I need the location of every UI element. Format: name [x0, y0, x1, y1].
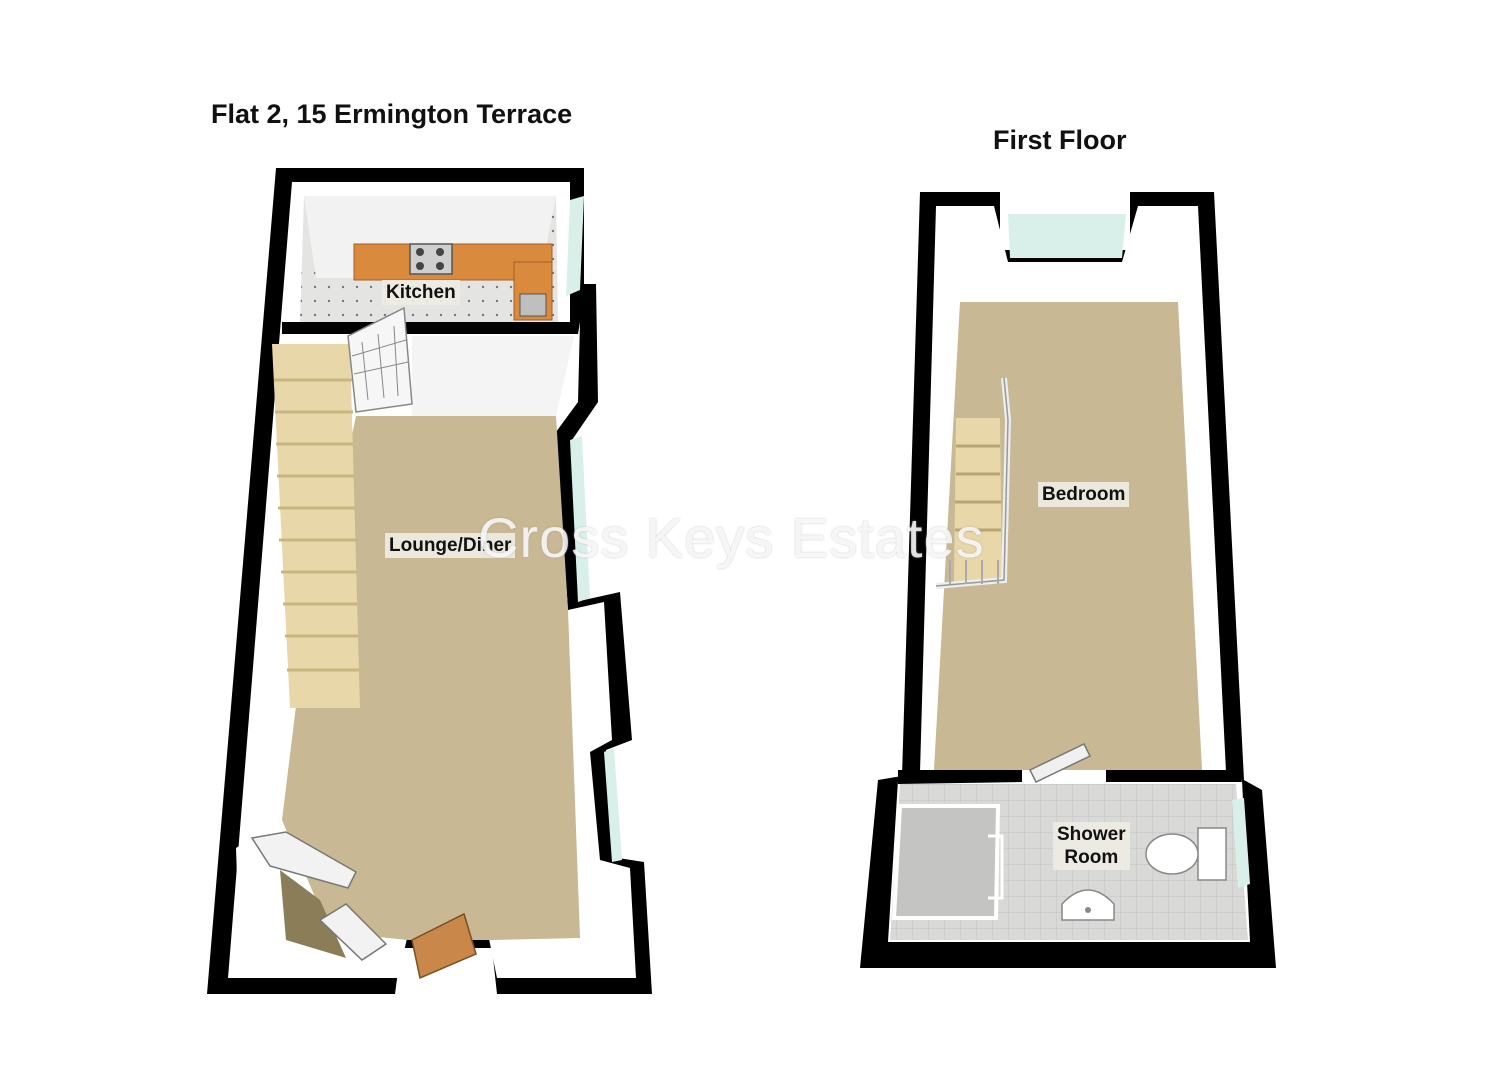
room-label-shower-line2: Room: [1064, 847, 1119, 868]
bedroom-carpet: [934, 302, 1202, 770]
toilet: [1145, 827, 1227, 881]
room-label-shower-room: Shower Room: [1053, 822, 1130, 870]
shower-room-window: [1232, 798, 1250, 888]
first-stairs: [935, 377, 1012, 589]
shower-room-door: [1028, 743, 1092, 783]
kitchen-window: [566, 196, 584, 296]
first-floor-plan: [860, 192, 1276, 968]
hob: [409, 243, 453, 275]
lounge-window-upper: [570, 436, 590, 602]
bedroom-window: [1008, 214, 1126, 258]
basin: [1061, 889, 1115, 921]
ground-stairs: [272, 344, 360, 708]
lounge-window-lower: [604, 748, 622, 862]
room-label-kitchen: Kitchen: [382, 280, 460, 305]
room-label-bedroom: Bedroom: [1038, 482, 1130, 507]
front-door: [411, 912, 477, 980]
first-floor-title: First Floor: [993, 125, 1127, 155]
kitchen-sink: [519, 293, 547, 317]
watermark: Cross Keys Estates: [478, 506, 985, 569]
kitchen-door: [347, 306, 413, 413]
room-label-lounge: Lounge/Diner: [385, 533, 516, 558]
porch-door: [250, 831, 357, 889]
shower-tray: [891, 804, 1001, 920]
room-label-shower-line1: Shower: [1057, 824, 1126, 845]
ground-floor-title: Flat 2, 15 Ermington Terrace: [211, 99, 573, 129]
